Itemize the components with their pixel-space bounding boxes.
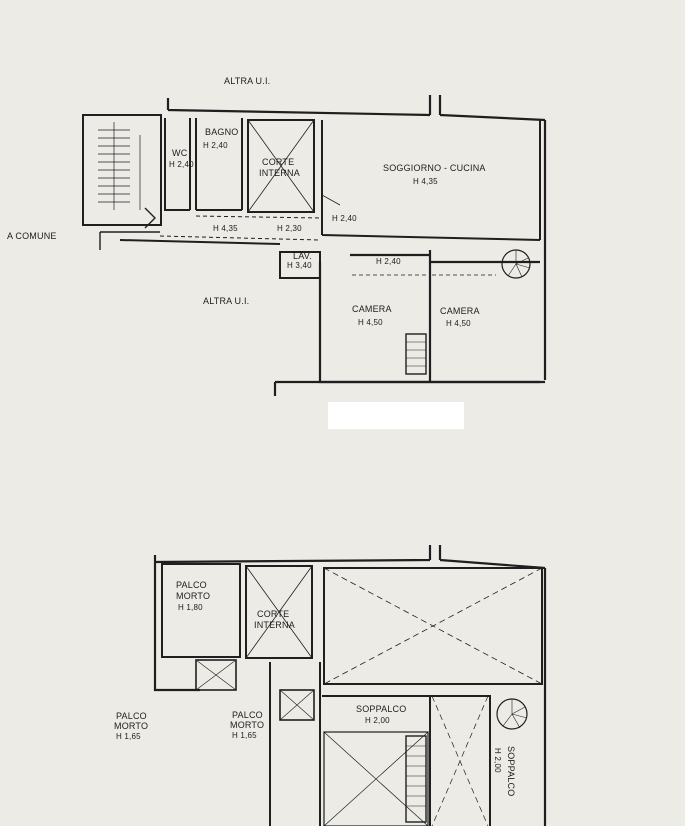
lower-palco1-box bbox=[161, 563, 241, 658]
label-soppalco-vertical: SOPPALCO bbox=[506, 746, 516, 797]
label-wc-height: H 2,40 bbox=[169, 160, 194, 169]
label-soggiorno-height: H 4,35 bbox=[413, 177, 438, 186]
label-wc: WC bbox=[172, 148, 188, 158]
lower-left-wall bbox=[153, 555, 200, 692]
upper-stair-steps bbox=[98, 122, 141, 210]
label-bagno-height: H 2,40 bbox=[203, 141, 228, 150]
upper-corte-box bbox=[247, 119, 315, 213]
lower-top-wall bbox=[154, 545, 547, 826]
lower-palco3-box bbox=[279, 689, 315, 721]
lower-corte-box bbox=[245, 565, 313, 659]
label-palco-morto-1: PALCO bbox=[176, 580, 207, 590]
upper-corridor bbox=[159, 215, 321, 241]
upper-camere-walls bbox=[318, 250, 540, 384]
label-palco-morto-3: PALCO bbox=[232, 710, 263, 720]
label-corridor-h435: H 4,35 bbox=[213, 224, 238, 233]
label-palco-morto-2b: MORTO bbox=[114, 721, 149, 731]
upper-wc-walls bbox=[164, 118, 191, 211]
upper-stair-block bbox=[82, 114, 162, 226]
upper-inner-stair bbox=[405, 333, 427, 375]
label-bagno: BAGNO bbox=[205, 127, 239, 137]
lower-inner-stair bbox=[405, 735, 427, 823]
label-palco-morto-2-height: H 1,65 bbox=[116, 732, 141, 741]
lower-soppalco-void bbox=[323, 731, 429, 826]
label-corridor-h230: H 2,30 bbox=[277, 224, 302, 233]
lower-void-cross bbox=[323, 567, 543, 685]
label-lav: LAV. bbox=[293, 251, 312, 261]
label-camera-2-height: H 4,50 bbox=[446, 319, 471, 328]
label-lav-height: H 3,40 bbox=[287, 261, 312, 270]
upper-entrance bbox=[99, 207, 160, 250]
label-corte-upper: CORTE bbox=[262, 157, 295, 167]
upper-corte-cross bbox=[247, 119, 315, 213]
upper-bagno-walls bbox=[195, 118, 243, 211]
label-palco-morto-2: PALCO bbox=[116, 711, 147, 721]
label-corridor-h240a: H 2,40 bbox=[332, 214, 357, 223]
upper-bottom-wall bbox=[273, 380, 545, 396]
label-palco-morto-3b: MORTO bbox=[230, 720, 265, 730]
lower-corte-cross bbox=[245, 565, 313, 659]
label-a-comune: A COMUNE bbox=[7, 231, 57, 241]
lower-void-box bbox=[323, 567, 543, 685]
label-soppalco-vertical-height: H 2,00 bbox=[493, 748, 502, 773]
label-camera-1-height: H 4,50 bbox=[358, 318, 383, 327]
label-corte-lower-2: INTERNA bbox=[254, 620, 295, 630]
label-palco-morto-1b: MORTO bbox=[176, 591, 211, 601]
label-soggiorno-cucina: SOGGIORNO - CUCINA bbox=[383, 163, 486, 173]
label-altra-ui-top: ALTRA U.I. bbox=[224, 76, 271, 86]
lower-palco2-box bbox=[195, 659, 237, 691]
upper-soggiorno-walls bbox=[321, 120, 541, 241]
label-altra-ui-mid: ALTRA U.I. bbox=[203, 296, 250, 306]
label-camera-2: CAMERA bbox=[440, 306, 480, 316]
label-soppalco: SOPPALCO bbox=[356, 704, 407, 714]
label-corte-upper-2: INTERNA bbox=[259, 168, 300, 178]
lower-mid-wall bbox=[269, 662, 321, 826]
label-corridor-h240b: H 2,40 bbox=[376, 257, 401, 266]
label-soppalco-height: H 2,00 bbox=[365, 716, 390, 725]
label-palco-morto-3-height: H 1,65 bbox=[232, 731, 257, 740]
upper-corridor-wall bbox=[119, 239, 281, 245]
upper-soggiorno-door bbox=[321, 194, 341, 206]
redaction-block bbox=[328, 402, 464, 429]
label-palco-morto-1-height: H 1,80 bbox=[178, 603, 203, 612]
label-corte-lower: CORTE bbox=[257, 609, 290, 619]
upper-top-wall bbox=[166, 95, 547, 380]
label-camera-1: CAMERA bbox=[352, 304, 392, 314]
lower-soppalco-walls bbox=[322, 695, 491, 826]
